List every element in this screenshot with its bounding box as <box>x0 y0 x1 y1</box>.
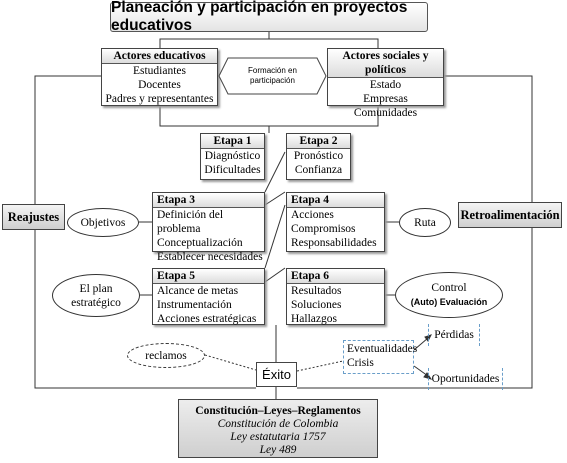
hexagon-shape <box>218 57 327 95</box>
exito-box: Éxito <box>256 362 297 387</box>
legal-item: Constitución de Colombia <box>217 418 339 430</box>
etapa6-header: Etapa 6 <box>287 269 384 284</box>
etapa5-header: Etapa 5 <box>153 269 264 284</box>
eventualidades-box: Eventualidades Crisis <box>343 340 418 374</box>
etapa-item: Confianza <box>294 164 343 176</box>
etapa3-box: Etapa 3 Definición del problema Conceptu… <box>152 192 265 263</box>
etapa2-box: Etapa 2 Pronóstico Confianza <box>286 133 351 180</box>
actor-item: Empresas <box>363 93 408 105</box>
evaluacion-line: (Auto) Evaluación <box>410 297 488 307</box>
etapa-item: Instrumentación <box>157 299 232 311</box>
oportunidades-bracket: Oportunidades <box>428 368 503 390</box>
objetivos-ellipse: Objetivos <box>67 208 139 237</box>
actores-sociales-box: Actores sociales y políticos Estado Empr… <box>327 48 444 119</box>
etapa-item: Dificultades <box>204 164 261 176</box>
eventualidades-line: Eventualidades <box>347 343 418 355</box>
actor-item: Padres y representantes <box>105 93 214 105</box>
etapa1-header: Etapa 1 <box>201 134 264 149</box>
actores-sociales-header: Actores sociales y políticos <box>328 49 443 78</box>
formacion-line: participación <box>250 76 295 85</box>
eventualidades-line: Crisis <box>347 357 374 369</box>
actores-educativos-header: Actores educativos <box>102 49 217 64</box>
plan-line: estratégico <box>71 296 121 309</box>
objetivos-label: Objetivos <box>80 216 126 229</box>
reclamos-ellipse: reclamos <box>127 343 205 368</box>
formacion-hexagon: Formación en participación <box>218 57 327 95</box>
etapa-item: Compromisos <box>291 223 356 235</box>
etapa4-box: Etapa 4 Acciones Compromisos Responsabil… <box>286 192 385 252</box>
page-title: Planeación y participación en proyectos … <box>110 0 428 34</box>
perdidas-bracket: Pérdidas <box>428 324 480 346</box>
etapa-item: Acciones estratégicas <box>157 313 257 325</box>
perdidas-label: Pérdidas <box>434 329 474 341</box>
etapa-item: Resultados <box>291 285 342 297</box>
control-line: Control <box>431 282 467 294</box>
etapa-item: Acciones <box>291 209 334 221</box>
oportunidades-label: Oportunidades <box>431 373 500 385</box>
actor-item: Estudiantes <box>132 65 187 77</box>
etapa-item: Conceptualización <box>157 237 243 249</box>
etapa-item: Diagnóstico <box>204 150 261 162</box>
plan-line: El plan <box>79 282 113 295</box>
etapa5-box: Etapa 5 Alcance de metas Instrumentación… <box>152 268 265 325</box>
actor-item: Estado <box>369 79 402 91</box>
etapa-item: Pronóstico <box>293 150 344 162</box>
ruta-ellipse: Ruta <box>399 208 451 237</box>
actor-item: Docentes <box>138 79 181 91</box>
reajustes-label: Reajustes <box>2 204 65 230</box>
etapa-item: Responsabilidades <box>291 237 377 249</box>
etapa3-header: Etapa 3 <box>153 193 264 208</box>
etapa2-header: Etapa 2 <box>287 134 350 149</box>
legal-item: Ley estatutaria 1757 <box>230 431 326 443</box>
etapa-item: Hallazgos <box>291 313 337 325</box>
etapa-item: Establecer necesidades <box>157 251 263 263</box>
etapa-item: Definición del problema <box>157 209 224 235</box>
etapa-item: Alcance de metas <box>157 285 239 297</box>
formacion-line: Formación en <box>248 66 297 75</box>
legal-item: Ley 489 <box>259 444 297 456</box>
etapa-item: Soluciones <box>291 299 342 311</box>
etapa1-box: Etapa 1 Diagnóstico Dificultades <box>200 133 265 180</box>
plan-ellipse: El plan estratégico <box>52 274 140 317</box>
reclamos-label: reclamos <box>145 349 187 362</box>
retroalimentacion-label: Retroalimentación <box>458 202 562 228</box>
control-ellipse: Control (Auto) Evaluación <box>395 272 503 318</box>
actor-item: Comunidades <box>353 107 418 119</box>
ruta-label: Ruta <box>414 216 436 229</box>
etapa6-box: Etapa 6 Resultados Soluciones Hallazgos <box>286 268 385 325</box>
legal-framework-title: Constitución–Leyes–Reglamentos <box>195 405 361 417</box>
actores-educativos-box: Actores educativos Estudiantes Docentes … <box>101 48 218 106</box>
etapa4-header: Etapa 4 <box>287 193 384 208</box>
legal-framework-box: Constitución–Leyes–Reglamentos Constituc… <box>178 399 378 458</box>
